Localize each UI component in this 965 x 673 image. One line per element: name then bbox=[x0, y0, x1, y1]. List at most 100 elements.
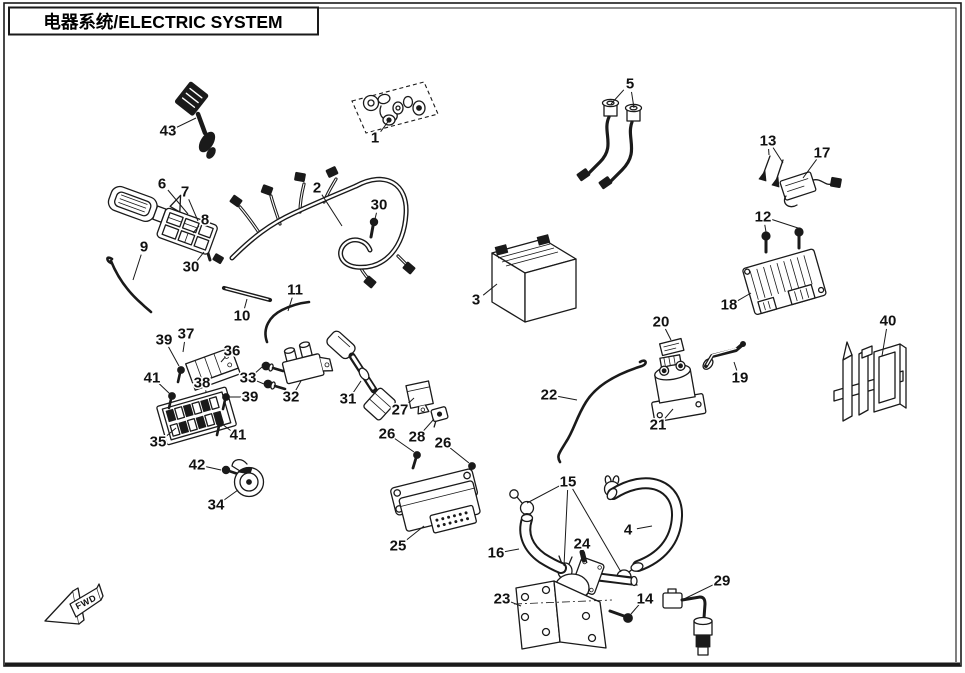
svg-text:6: 6 bbox=[158, 176, 166, 193]
part-callout-21: 21 bbox=[648, 408, 674, 435]
part-callout-14: 14 bbox=[630, 589, 655, 615]
part-callout-19: 19 bbox=[730, 361, 750, 388]
svg-text:30: 30 bbox=[183, 259, 200, 276]
part-21-starter-relay bbox=[651, 354, 707, 423]
svg-text:41: 41 bbox=[144, 370, 161, 387]
svg-text:31: 31 bbox=[340, 391, 357, 408]
svg-text:37: 37 bbox=[178, 326, 195, 343]
svg-text:21: 21 bbox=[650, 417, 667, 434]
part-callout-7: 7 bbox=[179, 182, 199, 222]
part-callout-22: 22 bbox=[539, 385, 578, 405]
part-callout-18: 18 bbox=[719, 292, 752, 315]
part-callout-26: 26 bbox=[433, 433, 470, 464]
part-9-wire bbox=[106, 256, 153, 314]
part-callout-41: 41 bbox=[221, 423, 248, 445]
svg-text:18: 18 bbox=[721, 297, 738, 314]
svg-text:3: 3 bbox=[472, 292, 480, 309]
svg-text:17: 17 bbox=[814, 145, 831, 162]
part-43-diagnostic-connector bbox=[174, 81, 216, 159]
part-callout-26: 26 bbox=[377, 424, 415, 453]
svg-text:11: 11 bbox=[287, 282, 303, 299]
part-callout-42: 42 bbox=[187, 455, 222, 475]
part-16-hose bbox=[519, 513, 567, 574]
part-callout-37: 37 bbox=[176, 324, 196, 353]
svg-text:33: 33 bbox=[240, 370, 257, 387]
part-callout-1: 1 bbox=[369, 118, 391, 148]
part-callout-28: 28 bbox=[407, 418, 435, 447]
svg-text:22: 22 bbox=[541, 387, 558, 404]
part-18-voltage-regulator bbox=[742, 248, 827, 316]
part-callout-25: 25 bbox=[388, 525, 425, 556]
part-41-bolts bbox=[167, 392, 224, 437]
part-25-ecu bbox=[390, 468, 481, 534]
svg-text:5: 5 bbox=[626, 76, 634, 93]
part-callout-38: 38 bbox=[192, 373, 212, 393]
part-callout-30: 30 bbox=[369, 195, 389, 220]
part-29-sensor bbox=[662, 588, 713, 656]
svg-text:4: 4 bbox=[624, 522, 633, 539]
svg-text:23: 23 bbox=[494, 591, 511, 608]
part-11-cable bbox=[264, 300, 311, 344]
part-callout-24: 24 bbox=[572, 534, 592, 564]
svg-text:14: 14 bbox=[637, 591, 654, 608]
svg-text:36: 36 bbox=[224, 343, 241, 360]
part-callout-43: 43 bbox=[158, 117, 197, 141]
part-callout-11: 11 bbox=[286, 280, 304, 312]
part-19-bracket-rod bbox=[702, 340, 747, 370]
part-1-lock-set bbox=[351, 81, 439, 134]
title-block: 电器系统/ELECTRIC SYSTEM bbox=[8, 6, 319, 36]
part-callout-30: 30 bbox=[181, 251, 205, 277]
svg-text:40: 40 bbox=[880, 313, 897, 330]
part-28-mount bbox=[430, 406, 449, 428]
svg-text:9: 9 bbox=[140, 239, 148, 256]
svg-text:29: 29 bbox=[714, 573, 731, 590]
part-17-flasher-relay bbox=[779, 171, 842, 208]
part-callout-9: 9 bbox=[132, 237, 150, 281]
svg-text:34: 34 bbox=[208, 497, 225, 514]
page-border bbox=[3, 2, 962, 667]
part-callout-16: 16 bbox=[486, 543, 520, 563]
part-34-horn bbox=[231, 459, 265, 498]
svg-text:30: 30 bbox=[371, 197, 388, 214]
part-callout-3: 3 bbox=[470, 283, 498, 310]
part-callout-39: 39 bbox=[229, 387, 260, 407]
part-callout-29: 29 bbox=[683, 571, 732, 600]
part-33-screws bbox=[261, 361, 287, 391]
svg-text:12: 12 bbox=[755, 209, 772, 226]
part-callout-39: 39 bbox=[154, 330, 180, 367]
svg-text:20: 20 bbox=[653, 314, 670, 331]
part-35-fuse-box bbox=[156, 386, 237, 446]
part-callout-34: 34 bbox=[206, 489, 239, 515]
svg-text:1: 1 bbox=[371, 130, 379, 147]
svg-text:10: 10 bbox=[234, 308, 251, 325]
svg-text:38: 38 bbox=[194, 375, 211, 392]
svg-text:39: 39 bbox=[242, 389, 259, 406]
part-39-bolts bbox=[176, 366, 230, 411]
part-callout-15: 15 bbox=[526, 472, 622, 573]
page-title: 电器系统/ELECTRIC SYSTEM bbox=[43, 12, 282, 32]
part-callout-33: 33 bbox=[238, 366, 265, 388]
part-callout-17: 17 bbox=[802, 143, 832, 179]
svg-text:7: 7 bbox=[181, 184, 189, 201]
part-callout-40: 40 bbox=[878, 311, 898, 357]
part-32-ignition-coil bbox=[281, 341, 334, 385]
part-callout-23: 23 bbox=[492, 589, 522, 609]
svg-text:13: 13 bbox=[760, 133, 777, 150]
svg-text:15: 15 bbox=[560, 474, 577, 491]
part-5-spark-plug-caps bbox=[576, 98, 643, 190]
part-callout-2: 2 bbox=[311, 178, 343, 227]
part-22-cable bbox=[557, 359, 647, 464]
part-10-rod bbox=[221, 285, 273, 303]
part-4-hose bbox=[606, 477, 683, 572]
part-callout-5: 5 bbox=[610, 74, 636, 109]
svg-text:2: 2 bbox=[313, 180, 321, 197]
part-27-relay bbox=[405, 380, 434, 415]
part-20-plate bbox=[658, 337, 685, 357]
part-callout-4: 4 bbox=[622, 520, 653, 540]
svg-text:26: 26 bbox=[379, 426, 396, 443]
svg-text:16: 16 bbox=[488, 545, 505, 562]
svg-text:19: 19 bbox=[732, 370, 749, 387]
